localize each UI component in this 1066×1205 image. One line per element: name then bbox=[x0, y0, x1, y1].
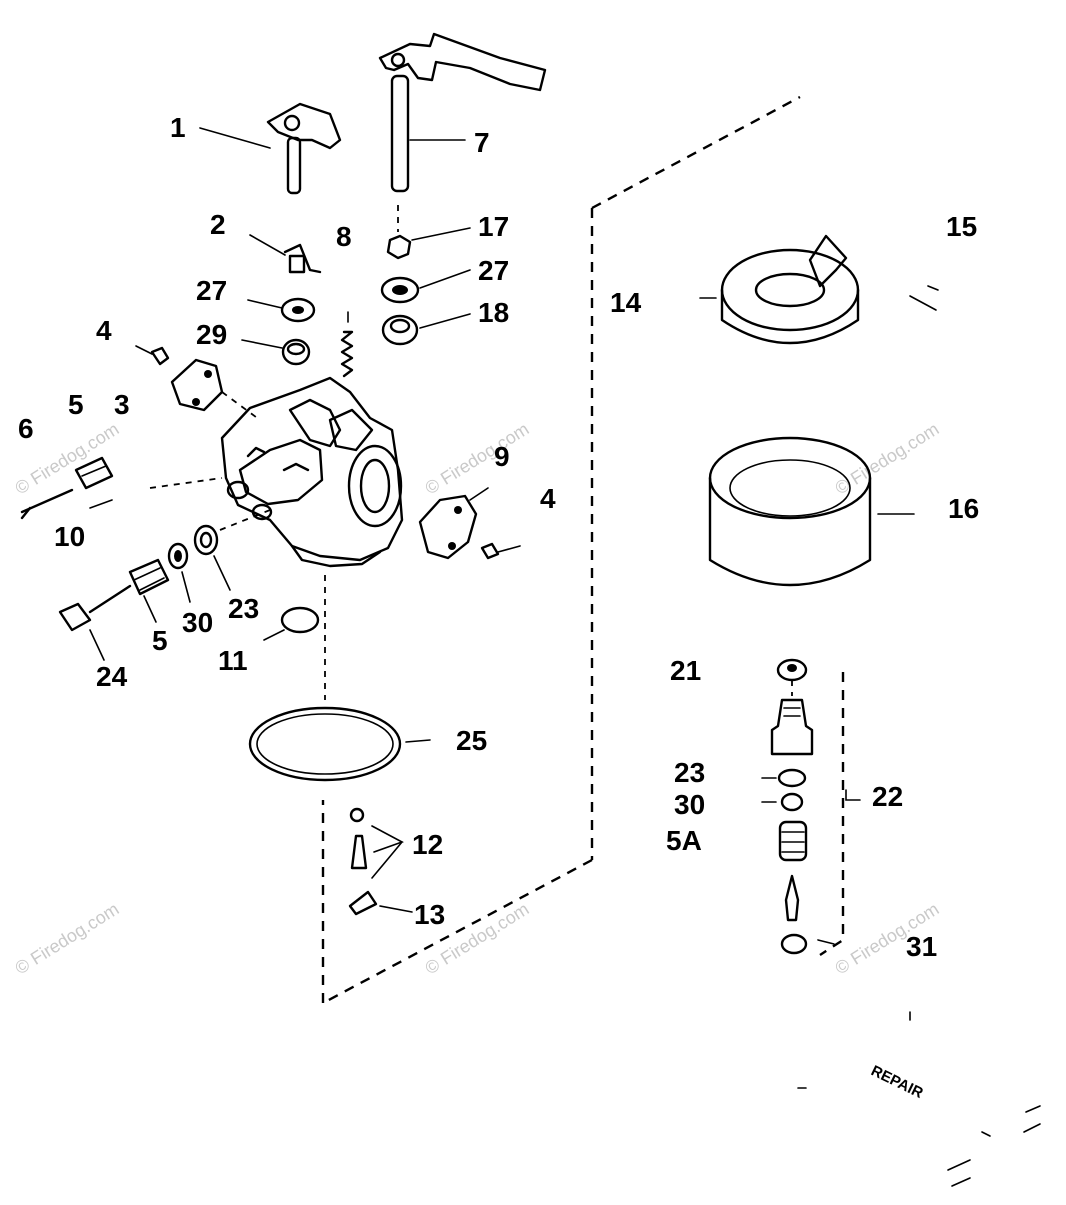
kit-outline bbox=[321, 95, 845, 1005]
label-part-10: 10 bbox=[54, 521, 85, 552]
label-part-12: 12 bbox=[412, 829, 443, 860]
main-needle-part bbox=[58, 509, 271, 661]
label-part-11: 11 bbox=[218, 645, 248, 676]
welch-plug-part bbox=[263, 606, 320, 641]
label-part-27-left: 27 bbox=[196, 275, 227, 306]
label-part-15: 15 bbox=[946, 211, 977, 242]
label-part-1: 1 bbox=[170, 112, 186, 143]
float-bowl-part bbox=[708, 436, 915, 587]
label-part-31: 31 bbox=[906, 931, 937, 962]
label-part-5-upper: 5 bbox=[68, 389, 84, 420]
label-part-7: 7 bbox=[474, 127, 490, 158]
watermark-2: © Firedog.com bbox=[422, 419, 533, 499]
right-small-parts bbox=[380, 205, 471, 346]
label-part-6: 6 bbox=[18, 413, 34, 444]
watermark-3: © Firedog.com bbox=[832, 419, 943, 499]
label-part-23-left: 23 bbox=[228, 593, 259, 624]
label-part-5A: 5A bbox=[666, 825, 702, 856]
label-part-30-right: 30 bbox=[674, 789, 705, 820]
bowl-gasket-part bbox=[248, 575, 431, 782]
left-small-parts bbox=[241, 234, 322, 366]
spring-part bbox=[340, 311, 354, 378]
repair-kit-label: REPAIR bbox=[868, 1062, 926, 1102]
watermarks: © Firedog.com © Firedog.com © Firedog.co… bbox=[12, 419, 943, 979]
label-part-22: 22 bbox=[872, 781, 903, 812]
throttle-shaft-part bbox=[378, 32, 547, 193]
label-part-24: 24 bbox=[96, 661, 128, 692]
left-cover-part bbox=[135, 345, 261, 421]
label-part-2: 2 bbox=[210, 209, 226, 240]
label-part-14: 14 bbox=[610, 287, 642, 318]
label-part-13: 13 bbox=[414, 899, 445, 930]
part-labels: 1 7 2 8 17 27 27 18 29 4 5 3 6 10 9 4 23… bbox=[18, 112, 979, 962]
repair-kit-marker: REPAIR bbox=[797, 1011, 1041, 1187]
label-part-4-left: 4 bbox=[96, 315, 112, 346]
label-part-8: 8 bbox=[336, 221, 352, 252]
label-part-16: 16 bbox=[948, 493, 979, 524]
watermark-4: © Firedog.com bbox=[12, 899, 123, 979]
label-part-3: 3 bbox=[114, 389, 130, 420]
carburetor-body bbox=[220, 376, 404, 568]
label-part-9: 9 bbox=[494, 441, 510, 472]
right-cover-part bbox=[418, 487, 521, 560]
label-part-21: 21 bbox=[670, 655, 701, 686]
label-part-4-right: 4 bbox=[540, 483, 556, 514]
label-part-18: 18 bbox=[478, 297, 509, 328]
choke-shaft-part bbox=[199, 102, 342, 195]
label-part-23-right: 23 bbox=[674, 757, 705, 788]
idle-needle-part bbox=[20, 456, 223, 520]
label-part-25: 25 bbox=[456, 725, 487, 756]
label-part-29: 29 bbox=[196, 319, 227, 350]
label-part-30-left: 30 bbox=[182, 607, 213, 638]
label-part-27-right: 27 bbox=[478, 255, 509, 286]
label-part-5-lower: 5 bbox=[152, 625, 168, 656]
float-valve-part bbox=[348, 807, 413, 916]
main-jet-part bbox=[761, 658, 861, 955]
label-part-17: 17 bbox=[478, 211, 509, 242]
float-part bbox=[699, 234, 939, 345]
